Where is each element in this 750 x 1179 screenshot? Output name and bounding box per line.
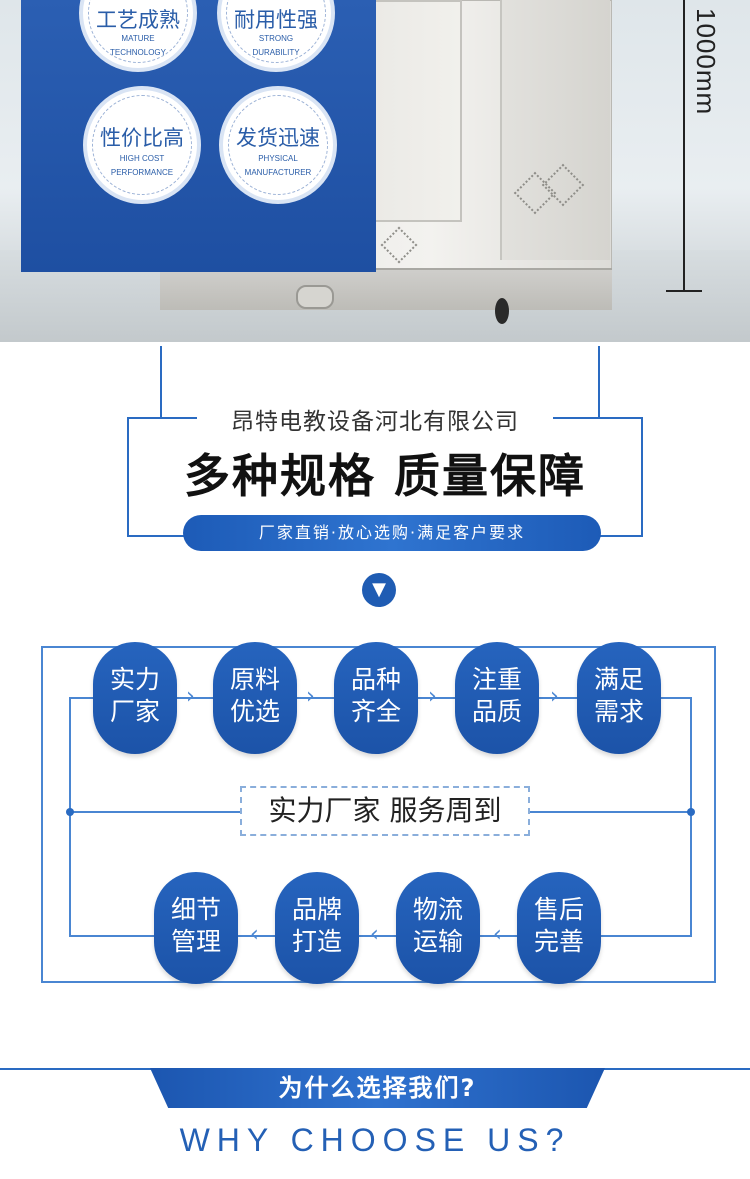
headline: 多种规格 质量保障 [183, 449, 586, 503]
flow-step: 注重品质 [455, 642, 539, 754]
header-frame-line [553, 417, 643, 419]
why-title-english: WHY CHOOSE US? [179, 1122, 571, 1158]
chevron-right-icon: › [306, 684, 315, 709]
chevron-left-icon: ‹ [493, 922, 502, 947]
chevron-left-icon: ‹ [250, 922, 259, 947]
cabinet-cable-hole [495, 298, 509, 324]
header-frame-line [127, 417, 197, 419]
slogan-banner: 厂家直销·放心选购·满足客户要求 [183, 515, 601, 551]
badge-title: 发货迅速 [236, 126, 320, 150]
header-frame-line [641, 417, 643, 537]
header-frame-line [160, 346, 162, 418]
cabinet-base [160, 268, 612, 310]
header-frame-line [127, 417, 129, 537]
chevron-right-icon: › [186, 684, 195, 709]
header-frame-line [127, 535, 187, 537]
flow-dot [687, 808, 695, 816]
flow-step: 售后完善 [517, 872, 601, 984]
dimension-label: 1000mm [691, 8, 721, 116]
cabinet-side-panel [500, 0, 610, 260]
flow-connector [69, 935, 692, 937]
flow-connector [690, 697, 692, 936]
flow-connector [69, 697, 71, 936]
header-frame-line [595, 535, 643, 537]
flow-dot [66, 808, 74, 816]
chevron-right-icon: › [428, 684, 437, 709]
flow-center-label: 实力厂家 服务周到 [240, 786, 530, 836]
dimension-line-cap [666, 290, 702, 292]
badge-title: 耐用性强 [234, 8, 318, 32]
chevron-down-icon[interactable]: ▼ [362, 573, 396, 607]
chevron-left-icon: ‹ [370, 922, 379, 947]
company-name: 昂特电教设备河北有限公司 [231, 409, 519, 435]
header-frame-line [598, 346, 600, 418]
badge-title: 性价比高 [100, 126, 184, 150]
badge-ring [228, 95, 328, 195]
flow-step: 实力厂家 [93, 642, 177, 754]
flow-step: 原料优选 [213, 642, 297, 754]
badge-ring [92, 95, 192, 195]
dimension-line [683, 0, 685, 292]
flow-step: 物流运输 [396, 872, 480, 984]
flow-step: 品牌打造 [275, 872, 359, 984]
badge-title: 工艺成熟 [96, 8, 180, 32]
cabinet-handle [296, 285, 334, 309]
why-title-tab: 为什么选择我们? [150, 1068, 605, 1108]
flow-step: 满足需求 [577, 642, 661, 754]
chevron-right-icon: › [550, 684, 559, 709]
flow-step: 品种齐全 [334, 642, 418, 754]
flow-step: 细节管理 [154, 872, 238, 984]
